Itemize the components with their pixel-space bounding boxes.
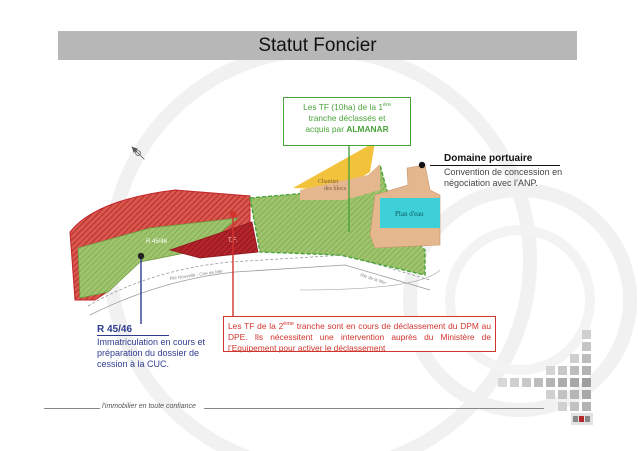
zone-red-tranche2 [168,221,259,259]
map-label-r4546: R 45/46 [146,239,168,245]
callout-green-line1: Les TF (10ha) de la 1 [303,101,383,112]
r4546-underline [97,335,169,336]
marker-navy [137,252,145,260]
r4546-title: R 45/46 [97,324,133,335]
map-label-chantier: Chantier [318,179,339,185]
page-title: Statut Foncier [58,31,577,60]
domaine-underline [430,165,560,166]
callout-first-tranche: Les TF (10ha) de la 1ère tranche déclass… [283,97,411,146]
north-arrow-icon [131,146,145,160]
map-label-plan-eau: Plan d'eau [395,210,424,218]
callout-red-part1: Les TF de la 2 [228,320,284,331]
callout-red-sup: ème [283,321,294,327]
callout-green-bold: ALMANAR [346,123,389,134]
callout-green-line2: tranche déclassés et [308,112,386,123]
callout-green-line3: acquis par [305,123,347,134]
company-logo [571,413,593,425]
logo-mark-icon [573,416,590,422]
map-label-chantier-sub: des blocs [324,186,347,192]
footer-rule-right [204,408,544,409]
marker-domaine [418,161,426,169]
zone-tan [300,164,380,200]
domaine-description: Convention de concession en négociation … [444,167,563,188]
footer-rule-left [44,408,100,409]
footer-tagline: l'immobilier en toute confiance [102,403,196,410]
domaine-title: Domaine portuaire [444,153,533,164]
map-label-road-right: Rte de la Mer [360,272,388,285]
callout-green-sup: ère [382,102,391,108]
zone-plan-eau [380,198,440,228]
callout-second-tranche: Les TF de la 2ème tranche sont en cours … [223,316,496,353]
zone-green-r4546 [77,217,240,299]
callout-red-part2: tranche sont en cours de déclassement du… [228,320,491,353]
r4546-description: Immatriculation en cours et préparation … [97,337,206,369]
marker-red [229,210,237,218]
